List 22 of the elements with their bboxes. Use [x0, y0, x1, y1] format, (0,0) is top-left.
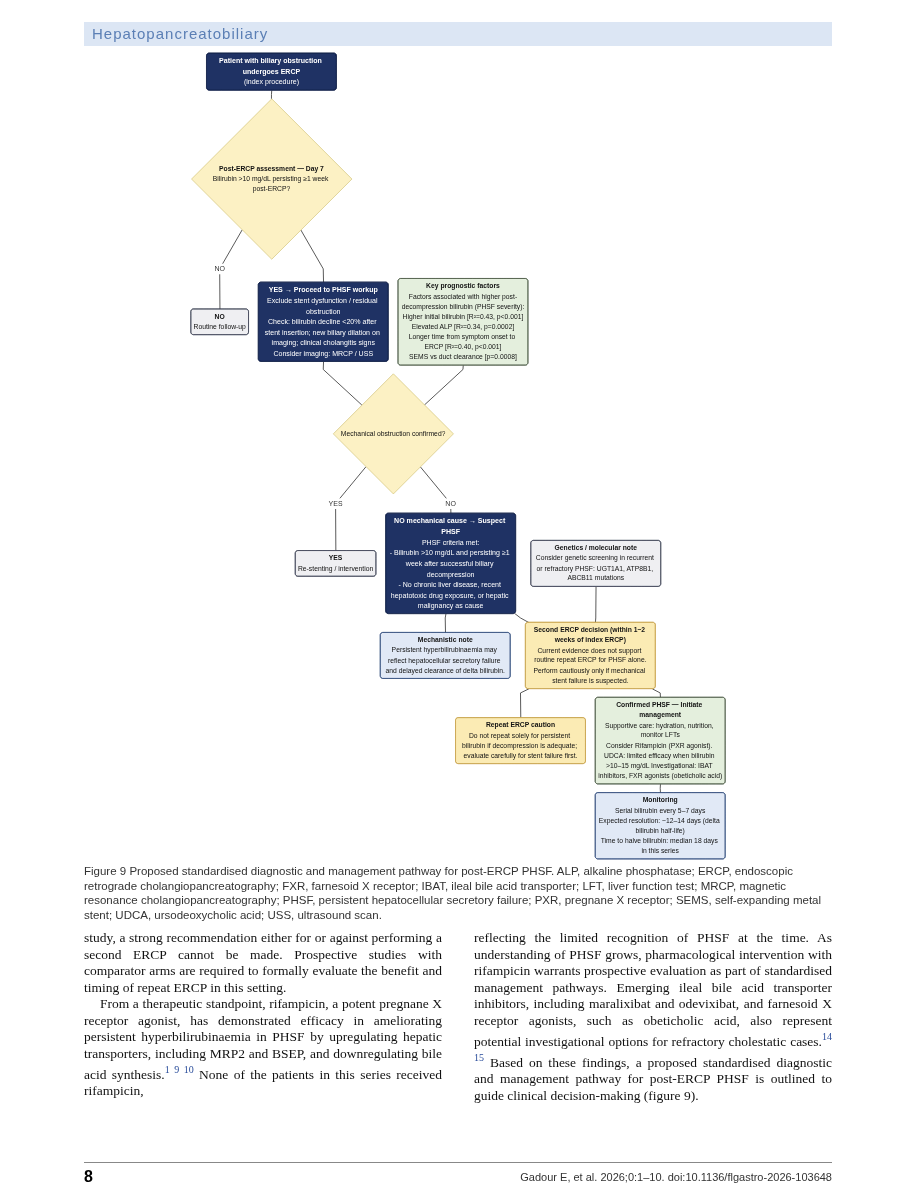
body-paragraph: reflecting the limited recognition of PHSF at the time. As understanding of PHSF grows, pharmacological intervention with rifampicin warrants prospective evaluation as part of standardised management pathways. Emerging ileal bile acid transporter inhibitors, including maralixibat and odevixibat, and farnesoid X receptor agonists, such as obeticholic acid, also represent potential investigational options for refractory cholestatic cases.$^{14}$ $^{15}$ Based on these findings, a proposed standardised diagnostic and management pathway for post-ERCP PHSF is outlined to guide clinical decision-making (figure 9). [474, 930, 832, 1104]
connector [322, 361, 363, 406]
connector [514, 613, 530, 623]
node-diamond [333, 373, 454, 495]
page-number: 8 [84, 1168, 93, 1186]
connector [219, 229, 243, 310]
connector [595, 586, 597, 623]
connector [423, 365, 464, 406]
citation: Gadour E, et al. 2026;0:1–10. doi:10.1136/flgastro-2026-103648 [520, 1171, 832, 1183]
connector [659, 783, 661, 794]
body-paragraph: study, a strong recommendation either for or against performing a second ERCP cannot be made. Prospective studies with comparator arms are required to formally evaluate the benefit and timing of repeat ERCP in this setting. [84, 930, 442, 996]
connector [419, 466, 452, 514]
connector [444, 613, 447, 634]
section-header: Hepatopancreatobiliary [84, 22, 832, 46]
figure-caption: Figure 9 Proposed standardised diagnostic and management pathway for post-ERCP PHSF. ALP, alkaline phosphatase; ERCP, endoscopic retrograde cholangiopancreatography; FXR, farnesoid X receptor; IBAT, ileal bile acid transporter; LFT, liver function test; MRCP, magnetic resonance cholangiopancreatography; PHSF, persistent hepatocellular secretory failure; PXR, pregnane X receptor; SEMS, self-expanding metal stent; UDCA, ursodeoxycholic acid; USS, ultrasound scan. [84, 864, 823, 922]
node-diamond [191, 98, 353, 260]
connector [271, 90, 273, 100]
connector [335, 466, 367, 552]
connector [300, 229, 324, 283]
connector [652, 688, 661, 698]
body-paragraph: From a therapeutic standpoint, rifampicin, a potent pregnane X receptor agonist, has demonstrated efficacy in ameliorating persistent hyperbilirubinaemia in PHSF by upregulating hepatic transporters, including MRP2 and BSEP, and downregulating bile acid synthesis.$^{1 9 10}$ None of the patients in this series received rifampicin, [84, 996, 442, 1100]
connector [520, 688, 530, 719]
